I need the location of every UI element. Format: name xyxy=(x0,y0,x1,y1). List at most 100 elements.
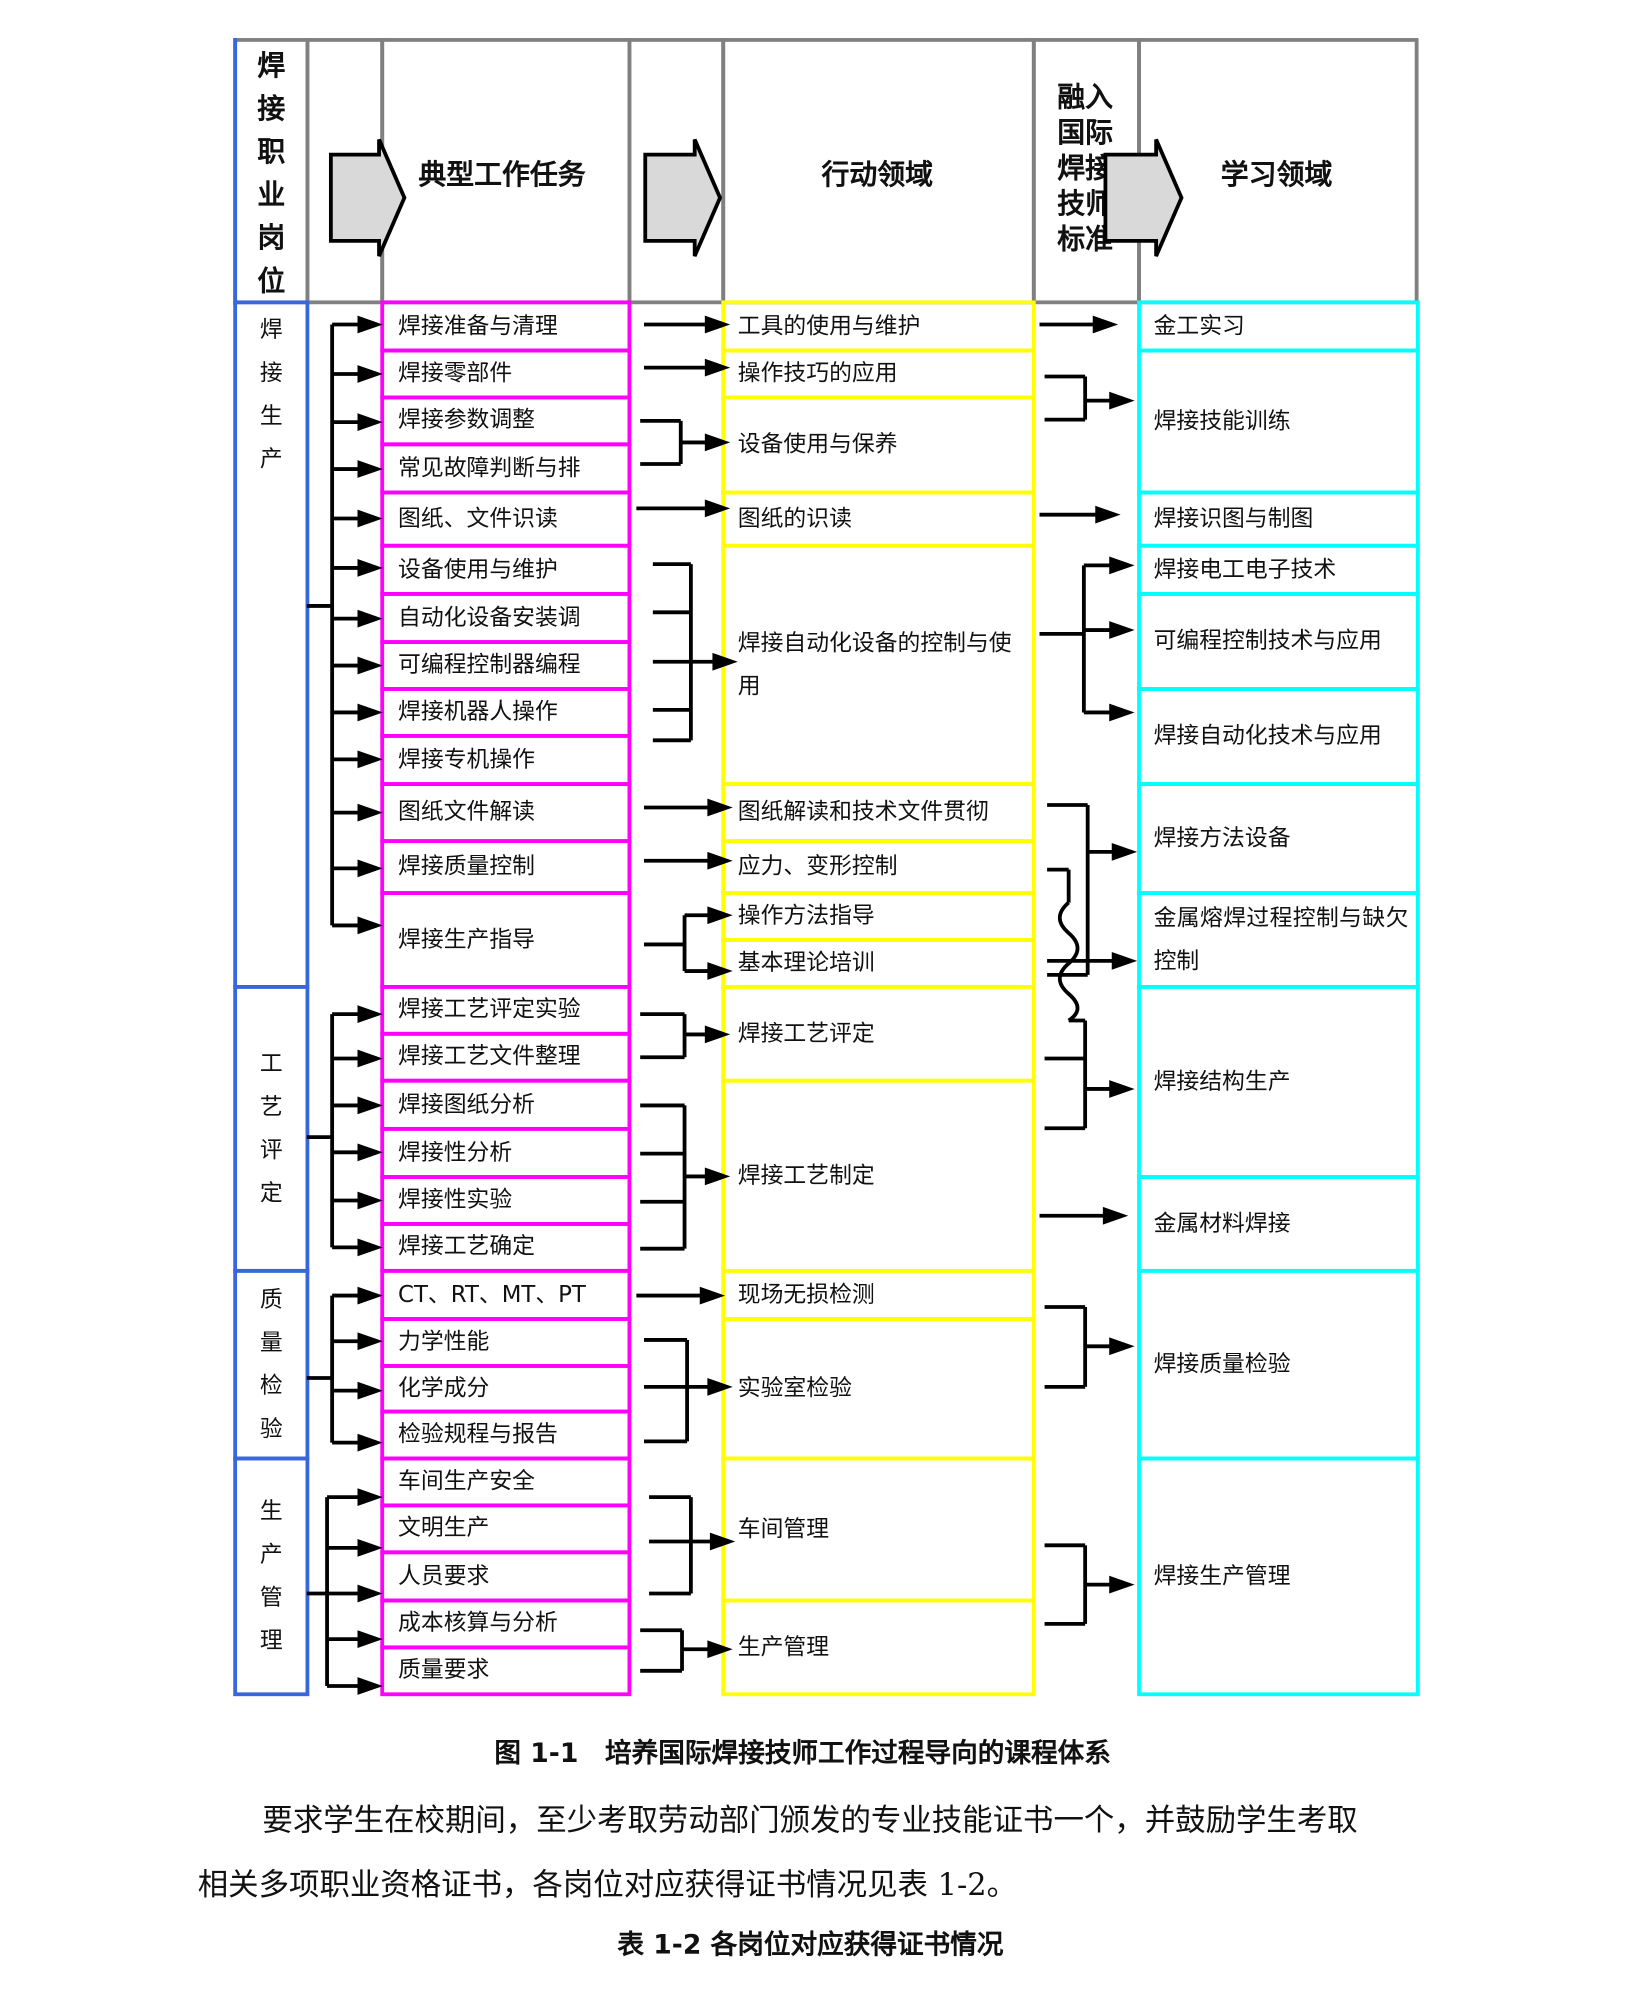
arrowhead-icon xyxy=(357,559,383,577)
arrowhead-icon xyxy=(709,1532,736,1551)
arrowhead-icon xyxy=(707,1640,733,1659)
arrowhead-icon xyxy=(357,803,383,822)
action-item-label: 图纸的识读 xyxy=(737,505,852,532)
learning-item-label: 金属材料焊接 xyxy=(1153,1210,1291,1237)
arrowhead-icon xyxy=(357,315,383,334)
action-item-label: 工具的使用与维护 xyxy=(737,312,921,340)
arrowhead-icon xyxy=(1109,621,1135,639)
arrowhead-icon xyxy=(357,1332,383,1351)
arrowhead-icon xyxy=(704,1167,731,1186)
arrowhead-icon xyxy=(357,703,383,722)
arrowhead-icon xyxy=(707,962,733,980)
position-group-label: 焊接生产 xyxy=(259,316,283,473)
arrowhead-icon xyxy=(1109,556,1135,575)
task-item-label: 焊接工艺文件整理 xyxy=(398,1043,581,1070)
learning-item-label: 焊接方法设备 xyxy=(1153,824,1291,852)
arrowhead-icon xyxy=(707,851,733,870)
header-arrow-icon xyxy=(643,138,723,257)
arrowhead-icon xyxy=(1109,391,1135,410)
arrowhead-icon xyxy=(1109,1337,1135,1356)
action-item-label: 操作技巧的应用 xyxy=(737,360,898,387)
arrowhead-icon xyxy=(357,1630,383,1648)
arrowhead-icon xyxy=(357,1286,383,1305)
learning-item-label: 可编程控制技术与应用 xyxy=(1153,627,1382,655)
arrowhead-icon xyxy=(357,1143,383,1162)
arrowhead-icon xyxy=(357,413,383,432)
task-item-label: 焊接图纸分析 xyxy=(398,1090,535,1118)
task-item-label: 焊接机器人操作 xyxy=(398,698,558,726)
arrowhead-icon xyxy=(1095,505,1121,524)
task-item-label: 可编程控制器编程 xyxy=(398,651,581,679)
arrowhead-icon xyxy=(357,916,383,935)
action-item-label: 现场无损检测 xyxy=(737,1281,875,1308)
header-position-label: 焊接职业岗位 xyxy=(257,50,286,298)
learning-item-label: 金属熔焊过程控制与缺欠控制 xyxy=(1153,904,1409,975)
task-item-label: 焊接参数调整 xyxy=(398,406,535,434)
learning-item: 焊接生产管理 xyxy=(1137,1456,1420,1697)
action-item-label: 设备使用与保养 xyxy=(737,431,898,458)
arrowhead-icon xyxy=(357,1488,383,1507)
task-item-label: 设备使用与维护 xyxy=(398,555,558,583)
arrowhead-icon xyxy=(707,798,733,817)
header-learning-label: 学习领域 xyxy=(1220,159,1333,192)
figure-caption: 图 1-1 培养国际焊接技师工作过程导向的课程体系 xyxy=(494,1738,1111,1769)
action-item-label: 实验室检验 xyxy=(737,1374,852,1402)
learning-item-label: 焊接自动化技术与应用 xyxy=(1153,722,1382,750)
task-item-label: 车间生产安全 xyxy=(398,1467,535,1495)
header-action-label: 行动领域 xyxy=(821,159,934,192)
header-arrow-icon xyxy=(328,138,407,257)
arrowhead-icon xyxy=(707,906,733,925)
action-item-label: 应力、变形控制 xyxy=(737,853,898,880)
arrowhead-icon xyxy=(357,365,383,383)
learning-item-label: 焊接技能训练 xyxy=(1153,407,1291,435)
arrowhead-icon xyxy=(357,1584,383,1603)
arrowhead-icon xyxy=(357,1238,383,1257)
arrowhead-icon xyxy=(357,1049,383,1068)
action-item-label: 焊接工艺制定 xyxy=(737,1161,875,1189)
action-item-label: 操作方法指导 xyxy=(737,902,875,930)
position-group-label: 工艺评定 xyxy=(259,1050,283,1207)
standard-line: 融入 xyxy=(1057,82,1114,115)
arrowhead-icon xyxy=(704,358,731,377)
learning-item-label: 焊接生产管理 xyxy=(1153,1562,1291,1590)
task-item-label: 焊接性实验 xyxy=(398,1186,513,1214)
arrowhead-icon xyxy=(704,433,731,452)
task-item-label: 图纸文件解读 xyxy=(398,798,535,826)
task-item-label: 焊接性分析 xyxy=(398,1139,513,1166)
task-item-label: 常见故障判断与排 xyxy=(398,454,581,482)
arrowhead-icon xyxy=(357,609,383,628)
task-item-label: 文明生产 xyxy=(398,1514,490,1542)
standard-line: 国际 xyxy=(1057,117,1114,150)
arrowhead-icon xyxy=(357,460,383,478)
learning-item: 焊接结构生产 xyxy=(1137,984,1420,1179)
position-group-label: 质量检验 xyxy=(259,1286,283,1442)
arrowhead-icon xyxy=(704,315,731,334)
arrowhead-icon xyxy=(357,1381,383,1400)
arrowhead-icon xyxy=(357,1191,383,1210)
arrowhead-icon xyxy=(357,509,383,528)
paragraph-line-1: 要求学生在校期间，至少考取劳动部门颁发的专业技能证书一个，并鼓励学生考取 xyxy=(262,1802,1358,1839)
task-item-label: 检验规程与报告 xyxy=(398,1421,558,1448)
arrowhead-icon xyxy=(1111,843,1138,861)
arrowhead-icon xyxy=(1109,703,1135,722)
header-arrow-icon xyxy=(1103,138,1184,257)
arrowhead-icon xyxy=(704,499,731,518)
arrowhead-icon xyxy=(1102,1206,1129,1225)
arrowhead-icon xyxy=(357,1677,383,1695)
arrowhead-icon xyxy=(357,1096,383,1115)
task-item: 质量要求 xyxy=(380,1645,632,1697)
action-item-label: 车间管理 xyxy=(737,1515,830,1543)
wavy-connector xyxy=(1057,901,1080,1023)
learning-item-label: 焊接电工电子技术 xyxy=(1153,555,1337,583)
action-item-label: 图纸解读和技术文件贯彻 xyxy=(737,798,989,826)
learning-item-label: 金工实习 xyxy=(1153,312,1245,340)
arrowhead-icon xyxy=(1111,952,1138,970)
arrowhead-icon xyxy=(704,1025,731,1044)
task-item-label: 焊接工艺确定 xyxy=(398,1233,535,1261)
task-item-label: 焊接专机操作 xyxy=(398,746,535,773)
arrowhead-icon xyxy=(712,652,738,671)
task-item-label: 焊接零部件 xyxy=(398,360,513,387)
position-group: 生产管理 xyxy=(233,1456,310,1697)
